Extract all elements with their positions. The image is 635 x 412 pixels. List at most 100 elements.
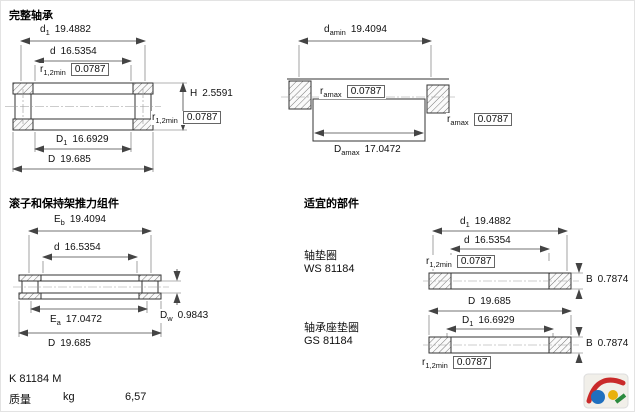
mass-unit: kg [63,391,75,403]
dim-value: 0.0787 [70,63,110,76]
dim-symbol: r [320,86,324,97]
dim-subscript: 1,2min [425,361,448,370]
dim-label-ws-d1: d1 19.4882 [459,215,512,229]
dim-subscript: 1,2min [429,260,452,269]
dim-value: 0.0787 [456,255,496,268]
dim-value: 0.7874 [597,274,629,285]
dim-subscript: 1 [45,28,50,37]
dim-symbol: d [50,46,56,57]
dim-subscript: 1 [63,138,68,147]
dim-label-ws-r12: r1,2min 0.0787 [425,255,497,269]
dim-symbol: H [190,88,198,99]
dim-symbol: r [422,357,426,368]
abutment-drawing [281,37,457,142]
dim-label-Ea: Ea 17.0472 [49,313,103,327]
dim-value: 0.0787 [473,113,513,126]
bearing-designation: K 81184 M [9,373,62,385]
dim-symbol: d [324,24,330,35]
dim-symbol: r [426,256,430,267]
dim-value: 16.5354 [60,46,97,57]
dim-label-ws-d: d 16.5354 [463,234,512,248]
assembly-drawing [13,227,181,337]
dim-label-D1: D1 16.6929 [55,133,110,147]
dim-label-gs-D: D 19.685 [467,295,512,309]
dim-symbol: d [54,242,60,253]
dim-label-Eb: Eb 19.4094 [53,213,107,227]
dim-label-damin: damin 19.4094 [323,23,388,37]
part-designation-housing-washer: GS 81184 [304,335,353,347]
dim-value: 17.0472 [65,314,102,325]
dim-label-d1: d1 19.4882 [39,23,92,37]
dim-subscript: amax [450,118,469,127]
dim-value: 2.5591 [202,88,233,99]
watermark-logo-icon [583,371,629,411]
dim-subscript: 1,2min [43,68,66,77]
dim-subscript: 1 [469,319,474,328]
dim-value: 16.5354 [474,235,511,246]
dim-label-ws-B: B 0.7874 [585,273,630,287]
dim-symbol: d [460,216,466,227]
dim-label-D: D 19.685 [47,153,92,167]
dim-value: 19.685 [480,296,511,307]
dim-value: 19.4094 [69,214,106,225]
dim-symbol: D [56,134,64,145]
part-name-shaft-washer: 轴垫圈 [304,250,337,262]
dim-symbol: d [40,24,46,35]
dim-value: 16.5354 [64,242,101,253]
housing-washer-drawing [423,307,583,363]
dim-value: 19.685 [60,338,91,349]
dim-symbol: D [48,338,56,349]
dim-symbol: B [586,274,593,285]
dim-label-gs-D1: D1 16.6929 [461,314,516,328]
dim-subscript: amax [341,148,360,157]
dim-subscript: amin [329,28,346,37]
dim-symbol: D [334,144,342,155]
dim-value: 0.0787 [452,356,492,369]
dim-label-assembly-d: d 16.5354 [53,241,102,255]
dim-value: 0.0787 [182,111,222,124]
dim-value: 19.4882 [54,24,91,35]
dim-symbol: E [50,314,57,325]
dim-label-d: d 16.5354 [49,45,98,59]
dim-label-r12-top: r1,2min 0.0787 [39,63,111,77]
dim-subscript: 1 [465,220,470,229]
section-title-parts: 适宜的部件 [304,198,359,210]
shaft-washer-drawing [423,227,583,299]
dim-value: 0.0787 [346,85,386,98]
part-name-housing-washer: 轴承座垫圈 [304,322,359,334]
part-designation-shaft-washer: WS 81184 [304,263,355,275]
dim-symbol: D [462,315,470,326]
mass-label: 质量 [9,394,31,406]
dim-symbol: D [48,154,56,165]
dim-symbol: r [40,64,44,75]
dim-subscript: a [56,318,61,327]
dim-value: 19.4094 [350,24,387,35]
dim-label-gs-r12: r1,2min 0.0787 [421,356,493,370]
dim-subscript: b [60,218,65,227]
dim-label-gs-B: B 0.7874 [585,337,630,351]
dim-subscript: w [167,314,173,323]
dim-value: 0.9843 [177,310,209,321]
dim-value: 19.685 [60,154,91,165]
dim-label-assembly-D: D 19.685 [47,337,92,351]
dim-symbol: r [447,114,451,125]
dim-value: 0.7874 [597,338,629,349]
complete-bearing-drawing [5,37,187,173]
dim-value: 16.6929 [478,315,515,326]
dim-value: 16.6929 [72,134,109,145]
dim-value: 19.4882 [474,216,511,227]
dim-symbol: d [464,235,470,246]
dim-label-Dw: Dw 0.9843 [159,309,210,323]
dim-symbol: E [54,214,61,225]
dim-symbol: D [160,310,168,321]
section-title-assembly: 滚子和保持架推力组件 [9,198,119,210]
dim-symbol: D [468,296,476,307]
dim-symbol: B [586,338,593,349]
mass-value: 6,57 [125,391,147,403]
section-title-complete-bearing: 完整轴承 [9,10,53,22]
